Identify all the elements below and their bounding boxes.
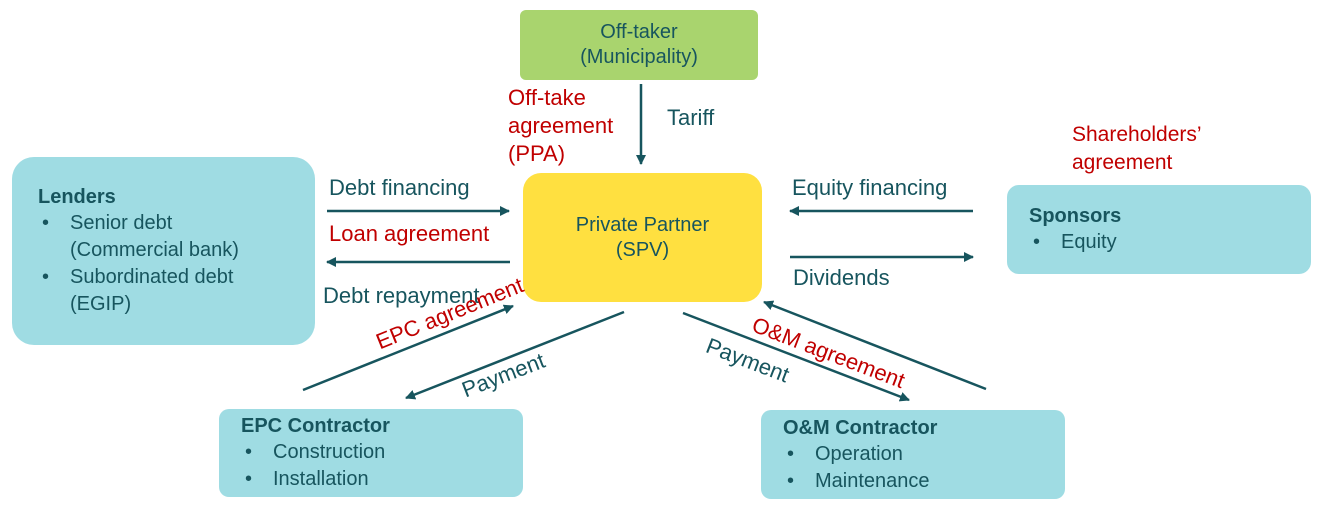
debt-repayment-label: Debt repayment: [323, 283, 480, 308]
om-contractor-list: Operation Maintenance: [783, 441, 1065, 495]
lenders-item-senior-debt: Senior debt(Commercial bank): [38, 210, 315, 264]
equity-financing-label: Equity financing: [792, 175, 948, 200]
epc-contractor-title: EPC Contractor: [241, 415, 390, 437]
spv-box: Private Partner (SPV): [523, 173, 762, 302]
lenders-title: Lenders: [38, 186, 116, 208]
epc-agreement-arrow: [302, 304, 514, 392]
sponsors-item-equity: Equity: [1029, 229, 1311, 256]
offtaker-name: Off-taker: [600, 21, 678, 43]
offtake-agreement-label: Off-take agreement (PPA): [508, 85, 614, 166]
epc-contractor-box: EPC Contractor Construction Installation: [219, 409, 523, 497]
spv-role: (SPV): [615, 238, 670, 261]
offtaker-role: (Municipality): [580, 46, 698, 68]
om-item-maintenance: Maintenance: [783, 468, 1065, 495]
dividends-label: Dividends: [793, 265, 890, 290]
sponsors-title: Sponsors: [1029, 205, 1122, 227]
om-contractor-title: O&M Contractor: [783, 417, 938, 439]
om-agreement-arrow: [763, 300, 987, 391]
om-item-operation: Operation: [783, 441, 1065, 468]
spv-name: Private Partner: [575, 213, 710, 236]
epc-item-construction: Construction: [241, 439, 523, 466]
lenders-item-subordinated-debt: Subordinated debt(EGIP): [38, 264, 315, 318]
epc-item-installation: Installation: [241, 466, 523, 493]
om-contractor-box: O&M Contractor Operation Maintenance: [761, 410, 1065, 499]
om-payment-arrow: [682, 311, 910, 402]
epc-contractor-list: Construction Installation: [241, 439, 523, 493]
loan-agreement-label: Loan agreement: [329, 221, 490, 246]
offtaker-box: Off-taker (Municipality): [520, 10, 758, 80]
sponsors-box: Sponsors Equity: [1007, 185, 1311, 274]
lenders-box: Lenders Senior debt(Commercial bank) Sub…: [12, 157, 315, 345]
debt-financing-label: Debt financing: [329, 175, 470, 200]
shareholders-agreement-label: Shareholders’ agreement: [1072, 123, 1202, 174]
tariff-label: Tariff: [667, 105, 715, 130]
sponsors-list: Equity: [1029, 229, 1311, 256]
epc-payment-arrow: [405, 310, 625, 400]
lenders-list: Senior debt(Commercial bank) Subordinate…: [38, 210, 315, 318]
